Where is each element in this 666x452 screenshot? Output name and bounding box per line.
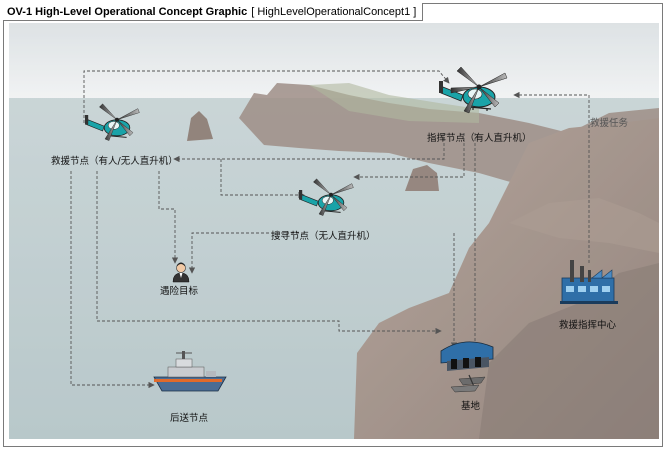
connectors <box>70 70 590 389</box>
diagram-name: [ HighLevelOperationalConcept1 ] <box>251 5 417 18</box>
command-helicopter-icon <box>439 66 508 114</box>
victim-label: 遇险目标 <box>160 285 199 297</box>
rescue-node-label: 救援节点（有人/无人直升机） <box>51 155 178 167</box>
link-rescue-to-victim <box>158 171 179 264</box>
link-center-to-command <box>513 91 590 263</box>
transport-node-label: 后送节点 <box>170 412 209 424</box>
airbase-icon <box>440 341 494 393</box>
search-node-label: 搜寻节点（无人直升机） <box>271 230 376 242</box>
search-helicopter-icon <box>299 178 354 216</box>
link-command-to-rescue <box>173 133 445 163</box>
link-rescue-to-base <box>96 171 442 335</box>
rescue-center-label: 救援指挥中心 <box>559 319 617 331</box>
link-rescue-to-command <box>83 70 450 123</box>
base-label: 基地 <box>461 400 481 412</box>
ship-icon <box>153 351 227 392</box>
operational-scene: 指挥节点（有人直升机） 救援节点（有人/无人直升机） 搜寻节点（无人直升机） 遇… <box>9 23 659 439</box>
command-node-label: 指挥节点（有人直升机） <box>427 132 532 144</box>
link-rescue-to-transport <box>70 171 155 389</box>
person-icon <box>172 262 190 283</box>
diagram-kind-title: OV-1 High-Level Operational Concept Grap… <box>7 5 248 18</box>
rescue-task-label: 救援任务 <box>590 117 629 129</box>
link-rescue-to-search <box>220 159 305 199</box>
diagram-title-tab: OV-1 High-Level Operational Concept Grap… <box>3 3 424 21</box>
background-landscape <box>9 23 659 439</box>
rescue-helicopter-icon <box>85 103 140 141</box>
link-command-to-search <box>353 133 465 181</box>
link-search-to-victim <box>188 232 304 274</box>
factory-icon <box>560 260 618 304</box>
